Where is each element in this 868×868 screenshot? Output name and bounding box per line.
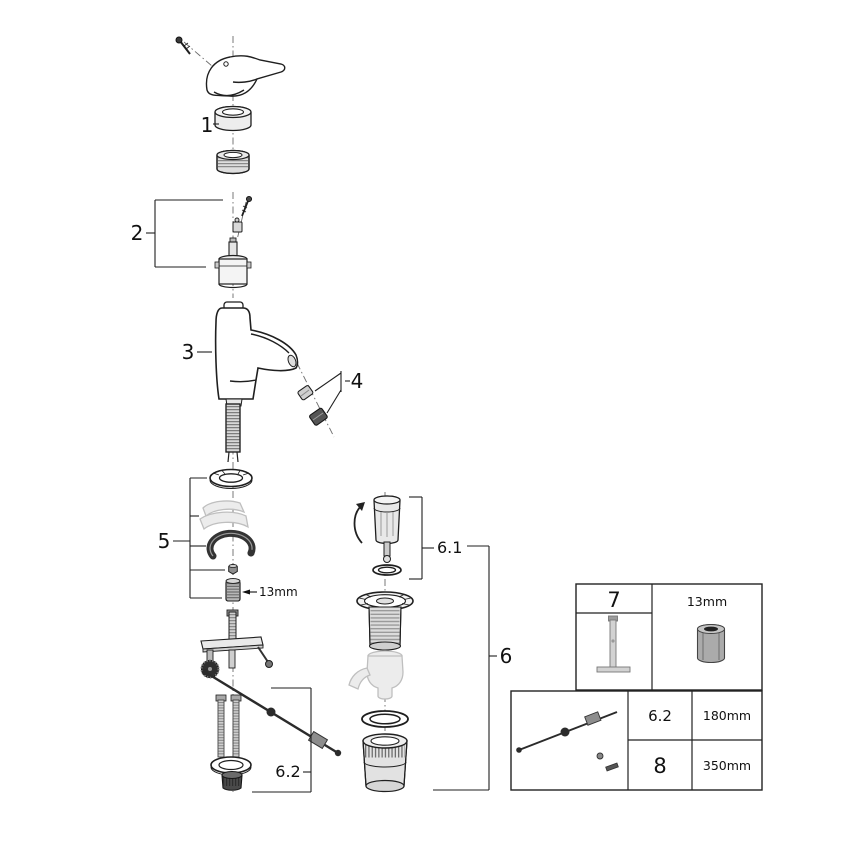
legend-rod-row1-size: 180mm [703,708,751,723]
callout-5: 5 [158,529,171,553]
mounting-studs [215,694,242,758]
wrench-size-label: 13mm [259,585,298,599]
callout-4: 4 [351,369,364,393]
rotation-arrow [353,502,365,544]
rod-drawing [516,711,619,772]
mounting-hardware [200,609,273,679]
cap-ring [214,105,252,132]
drain-tee-ghost [348,650,404,700]
callout-2: 2 [131,221,144,245]
popup-plug [373,495,401,563]
knurled-cap [221,771,243,791]
callout-1: 1 [201,113,214,137]
wrench-size-pointer [242,589,257,595]
drain-cup [362,733,408,793]
cartridge-screw [241,195,253,217]
mounting-nut [228,563,238,575]
faucet-body [214,301,299,400]
aerator-insert [297,385,314,401]
horseshoe-washer [206,529,256,560]
lock-ring [216,149,250,175]
faucet-handle [205,55,286,97]
legend-rod-row2-part: 8 [653,754,666,778]
legend-tool-box [575,583,763,691]
callout-6: 6 [500,644,513,668]
legend-rod-row2-size: 350mm [703,758,751,773]
handle-screw [175,36,191,55]
drain-o-ring [361,710,409,728]
threaded-sleeve [225,578,241,602]
drain-strainer [356,591,414,651]
escutcheon-ring [210,756,252,776]
body-shank [225,398,243,463]
mounting-tool-drawing [596,615,631,673]
callout-6-1: 6.1 [437,538,462,557]
legend-tool-size: 13mm [687,594,727,609]
plug-o-ring [372,564,402,576]
legend-rod-box [510,690,763,791]
base-gasket [209,468,253,489]
aerator-housing [309,407,328,426]
popup-rod [202,669,342,757]
callout-6-bracket [433,545,497,791]
cartridge-cap-piece [232,217,243,233]
mounting-wedge-ghost [199,500,249,531]
cartridge [214,237,252,289]
callout-3: 3 [182,340,195,364]
socket-13mm-drawing [696,623,726,664]
callout-6-1-bracket [409,496,434,580]
callout-2-bracket [146,199,223,268]
callout-6-2-bracket [252,687,312,793]
legend-rod-row1-part: 6.2 [648,707,672,725]
callout-5-bracket [173,477,225,599]
legend-tool-part: 7 [607,588,620,612]
callout-4-bracket [314,371,350,414]
callout-6-2: 6.2 [275,762,300,781]
